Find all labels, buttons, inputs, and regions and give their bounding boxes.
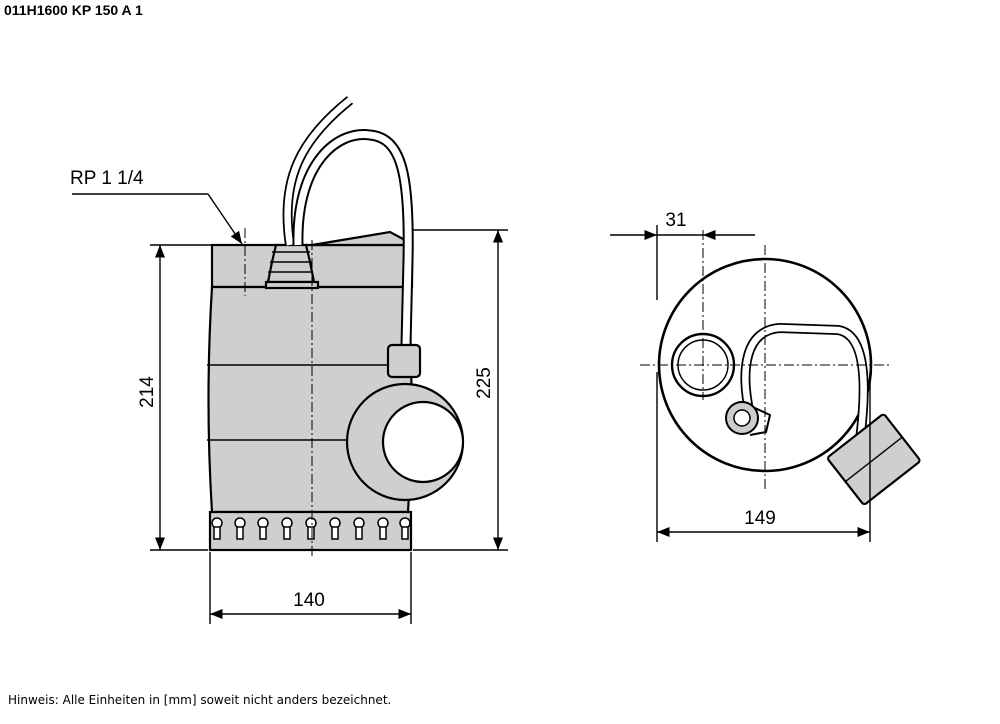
cable-gland [264,230,407,290]
float-switch [345,343,465,502]
drawing-title: 011H1600 KP 150 A 1 [4,2,143,18]
dim-height-225: 225 [413,229,508,551]
dim-width-140: 140 [209,552,412,624]
thread-callout: RP 1 1/4 [70,168,243,245]
pump-strainer [208,510,413,552]
float-switch-top [827,413,921,506]
dim-31-label: 31 [665,210,686,231]
dim-height-214: 214 [137,244,244,551]
units-footnote: Hinweis: Alle Einheiten in [mm] soweit n… [8,693,392,707]
dim-225-label: 225 [474,367,495,399]
thread-label: RP 1 1/4 [70,168,144,189]
power-cable [282,96,414,346]
dim-offset-31: 31 [610,210,755,300]
dim-149-label: 149 [744,508,776,529]
front-view: 214 225 140 RP 1 1/4 [70,96,508,624]
dim-214-label: 214 [137,376,158,408]
dim-140-label: 140 [293,590,325,611]
top-view: 31 149 [610,210,921,542]
dim-width-149: 149 [656,372,871,542]
